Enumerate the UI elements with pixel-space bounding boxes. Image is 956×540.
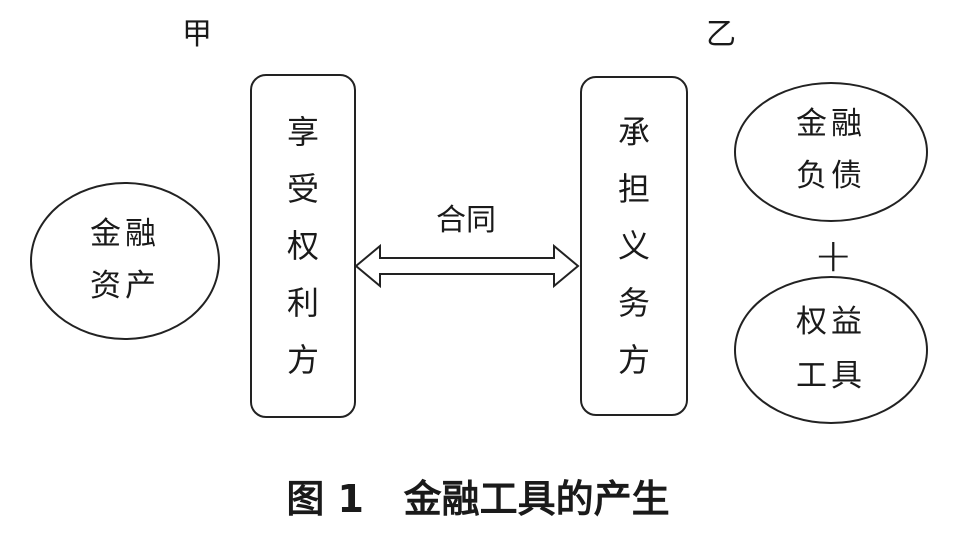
figure-caption: 图 1 金融工具的产生 bbox=[286, 477, 670, 521]
equity-instrument-line1: 权益 bbox=[796, 304, 866, 340]
contract-label: 合同 bbox=[436, 203, 496, 238]
party-a-label: 甲 bbox=[182, 17, 212, 52]
equity-instrument-ellipse: 权益 工具 bbox=[734, 276, 928, 424]
financial-liability-line2: 负债 bbox=[796, 158, 866, 194]
equity-instrument-line2: 工具 bbox=[796, 358, 866, 394]
obligor-box: 承担义务方 bbox=[580, 76, 688, 416]
financial-asset-line2: 资产 bbox=[90, 268, 160, 304]
plus-sign: + bbox=[814, 228, 853, 282]
party-b-label: 乙 bbox=[706, 17, 736, 52]
rights-holder-text: 享受权利方 bbox=[286, 113, 319, 379]
financial-liability-ellipse: 金融 负债 bbox=[734, 82, 928, 222]
double-arrow-outline bbox=[354, 243, 580, 289]
double-arrow bbox=[354, 243, 580, 289]
rights-holder-box: 享受权利方 bbox=[250, 74, 356, 418]
financial-asset-line1: 金融 bbox=[90, 216, 160, 252]
financial-liability-line1: 金融 bbox=[796, 106, 866, 142]
financial-asset-ellipse: 金融 资产 bbox=[30, 182, 220, 340]
obligor-text: 承担义务方 bbox=[617, 113, 650, 379]
